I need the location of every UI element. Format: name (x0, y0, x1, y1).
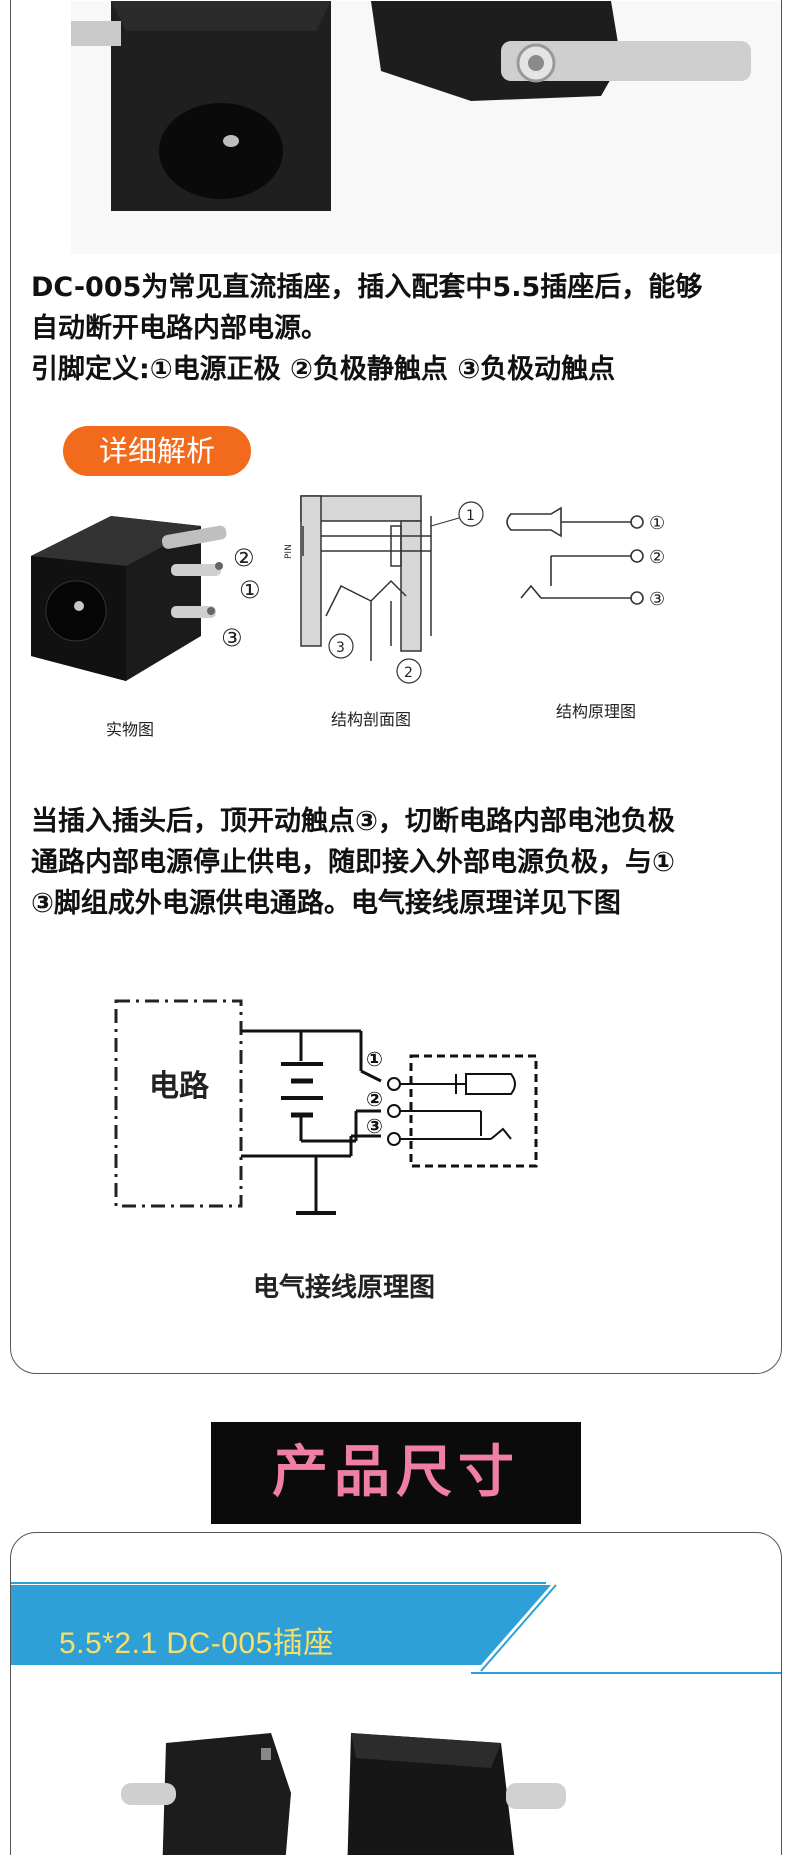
physical-socket-illustration (31, 516, 227, 681)
section-callout-1-circle (458, 501, 484, 527)
wiring-caption: 电气接线原理图 (253, 1272, 435, 1303)
size-socket-photo (121, 1733, 566, 1855)
detail-analysis-badge: 详细解析 (63, 426, 251, 476)
wiring-terminals (387, 1073, 516, 1146)
physical-pin-3-label: ③ (221, 624, 243, 652)
section-callout-3: 3 (336, 640, 345, 656)
banner-background (11, 1585, 551, 1665)
description-line-1: DC-005为常见直流插座，插入配套中5.5插座后，能够 (31, 272, 703, 303)
section-callout-2-circle (396, 658, 422, 684)
wiring-pin-3: ③ (366, 1114, 383, 1138)
product-size-card: 5.5*2.1 DC-005插座 (10, 1532, 782, 1855)
circuit-label: 电路 (149, 1069, 210, 1104)
size-banner-graphic (11, 1582, 781, 1855)
principle-drawing (506, 506, 644, 605)
section-callout-3-circle (328, 633, 354, 659)
explanation-line-3: ③脚组成外电源供电通路。电气接线原理详见下图 (31, 888, 621, 919)
principle-pin-1: ① (649, 513, 665, 534)
cross-section-drawing (300, 495, 432, 661)
product-photo-top (71, 1, 781, 254)
principle-pin-2: ② (649, 547, 665, 568)
circuit-dashed-box (114, 999, 243, 1208)
section-callout-1: 1 (466, 508, 475, 524)
description-line-2: 自动断开电路内部电源。 (31, 313, 328, 344)
product-size-heading: 产品尺寸 (211, 1422, 581, 1524)
caption-cross-section: 结构剖面图 (331, 710, 412, 729)
caption-principle: 结构原理图 (556, 702, 637, 721)
pin-definition-line: 引脚定义:①电源正极 ②负极静触点 ③负极动触点 (31, 354, 616, 385)
size-banner-title: 5.5*2.1 DC-005插座 (59, 1627, 334, 1660)
physical-pin-2-label: ② (233, 544, 255, 572)
pin-dimension-label: PIN (284, 544, 294, 559)
principle-pin-3: ③ (649, 589, 665, 610)
caption-physical: 实物图 (106, 720, 155, 739)
wiring-lines (241, 1029, 382, 1215)
structure-diagram-row: ② ① ③ PIN 1 3 2 (11, 486, 781, 776)
wiring-pin-1: ① (366, 1047, 383, 1071)
explanation-line-1: 当插入插头后，顶开动触点③，切断电路内部电池负极 (31, 806, 675, 837)
wiring-diagram: 电路 (11, 961, 781, 1361)
explanation-line-2: 通路内部电源停止供电，随即接入外部电源负极，与① (31, 847, 675, 878)
wiring-pin-2: ② (366, 1087, 383, 1111)
wiring-schematic: 电路 (114, 999, 538, 1303)
socket-photo-illustration (71, 1, 781, 254)
section-callout-2: 2 (404, 665, 413, 681)
structure-diagram: ② ① ③ PIN 1 3 2 (31, 495, 665, 684)
product-detail-card: DC-005为常见直流插座，插入配套中5.5插座后，能够 自动断开电路内部电源。… (10, 0, 782, 1374)
physical-pin-1-label: ① (239, 576, 261, 604)
